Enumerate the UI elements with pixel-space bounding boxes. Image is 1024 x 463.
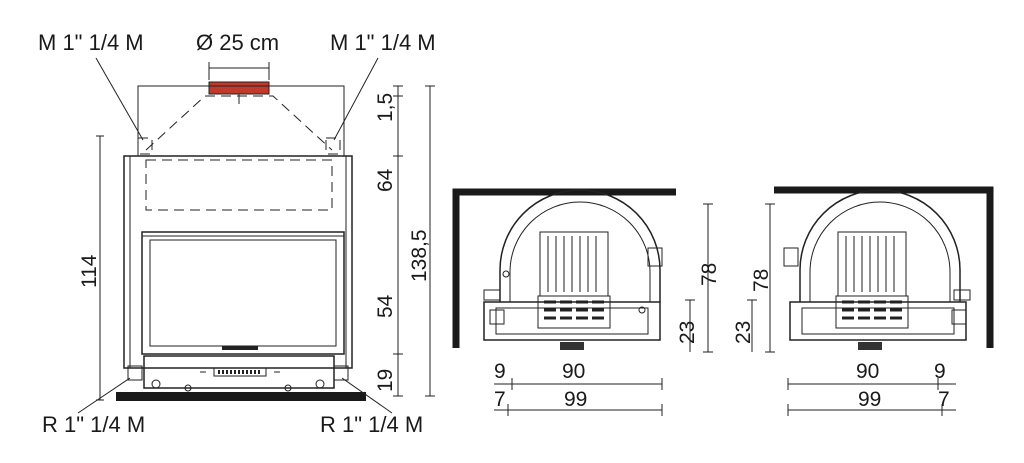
base-plate-inner bbox=[495, 307, 649, 335]
dim-1-5-label: 1,5 bbox=[374, 93, 397, 122]
ash-grate bbox=[835, 295, 909, 329]
arch-inner bbox=[509, 201, 651, 302]
firebox-ribs bbox=[547, 236, 597, 292]
right-9-label: 9 bbox=[934, 360, 946, 383]
side-box-left bbox=[783, 247, 799, 267]
left-9-label: 9 bbox=[494, 360, 506, 383]
floor-base bbox=[116, 392, 366, 401]
hood-inner-cone bbox=[145, 95, 333, 151]
front-view: M 1" 1/4 M Ø 25 cm M 1" 1/4 M bbox=[38, 30, 436, 437]
door-glass bbox=[149, 239, 337, 347]
bottom-fitting-right bbox=[333, 365, 349, 381]
bottom-left-connection-label: R 1" 1/4 M bbox=[42, 412, 145, 437]
side-fitting-left bbox=[483, 289, 501, 301]
wall-corner-left bbox=[452, 188, 676, 348]
arch-outer bbox=[799, 189, 961, 302]
bottom-right-connection-label: R 1" 1/4 M bbox=[320, 412, 423, 437]
ash-grate-slots bbox=[842, 300, 902, 320]
side-box-right bbox=[951, 309, 967, 325]
fireplace-body bbox=[123, 155, 353, 369]
arch-inner bbox=[809, 201, 951, 302]
foot-bolt-2 bbox=[184, 384, 192, 392]
top-right-connection-label: M 1" 1/4 M bbox=[330, 30, 436, 55]
plan-view-left: 78 23 9 90 7 99 bbox=[452, 188, 721, 416]
side-box-right bbox=[647, 247, 663, 267]
offset-23-label: 23 bbox=[732, 321, 755, 344]
top-left-connection-label: M 1" 1/4 M bbox=[38, 30, 144, 55]
outlet-stub bbox=[560, 342, 584, 350]
total-138-5-label: 138,5 bbox=[408, 229, 431, 282]
wall-corner-right bbox=[774, 186, 994, 348]
door-frame bbox=[141, 231, 345, 355]
foot-bolt-3 bbox=[284, 384, 292, 392]
dim-19-label: 19 bbox=[374, 369, 397, 392]
foot-bolt-1 bbox=[151, 379, 161, 389]
door-handle bbox=[222, 346, 258, 350]
hood-port-right bbox=[325, 137, 341, 155]
arch-outer bbox=[499, 189, 661, 302]
side-box-left bbox=[489, 309, 505, 325]
firebox-back bbox=[539, 231, 609, 297]
right-7-label: 7 bbox=[938, 388, 950, 411]
pivot-left bbox=[502, 270, 510, 278]
upper-chamber-dashed bbox=[145, 159, 333, 211]
bottom-left-leader bbox=[77, 377, 131, 414]
height-114-label: 114 bbox=[78, 254, 101, 288]
width-99-label: 99 bbox=[858, 388, 881, 411]
air-vent-slots bbox=[213, 367, 267, 377]
firebox-back bbox=[837, 231, 907, 297]
pivot-right bbox=[638, 306, 646, 314]
plan-view-right: 78 23 90 9 99 7 bbox=[732, 186, 994, 416]
base-plate-inner bbox=[801, 307, 955, 335]
dim-54-label: 54 bbox=[374, 294, 397, 318]
flue-collar bbox=[208, 81, 270, 95]
depth-78-label: 78 bbox=[750, 269, 773, 292]
ash-grate-slots bbox=[544, 300, 604, 320]
width-90-label: 90 bbox=[856, 360, 879, 383]
offset-23-label: 23 bbox=[676, 321, 699, 344]
bottom-fitting-left bbox=[127, 365, 143, 381]
ash-grate bbox=[537, 295, 611, 329]
foot-bolt-4 bbox=[315, 379, 325, 389]
top-left-leader bbox=[95, 57, 144, 141]
width-99-label: 99 bbox=[564, 388, 587, 411]
bottom-right-leader bbox=[341, 377, 393, 414]
top-right-leader bbox=[333, 57, 379, 141]
depth-78-label: 78 bbox=[698, 263, 721, 286]
side-fitting-right bbox=[953, 289, 971, 301]
outlet-stub bbox=[858, 342, 882, 350]
width-90-label: 90 bbox=[562, 360, 585, 383]
left-7-label: 7 bbox=[494, 388, 506, 411]
dim-64-label: 64 bbox=[374, 168, 397, 192]
flue-diameter-label: Ø 25 cm bbox=[196, 30, 279, 55]
hood-port-left bbox=[137, 137, 153, 155]
firebox-ribs bbox=[845, 236, 895, 292]
